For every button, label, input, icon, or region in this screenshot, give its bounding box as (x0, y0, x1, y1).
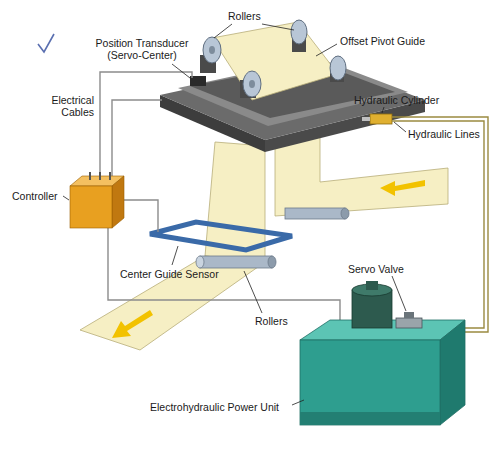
flow-arrow (380, 180, 425, 196)
callout-label: Rollers (228, 10, 261, 22)
callout-label: Center Guide Sensor (120, 268, 219, 280)
callout-label: Offset Pivot Guide (340, 35, 425, 47)
web-strip (212, 22, 338, 100)
callout-label: Controller (12, 190, 58, 202)
callout-label: Hydraulic Cylinder (354, 94, 439, 106)
flow-arrow (112, 310, 153, 338)
hydraulic-line (392, 117, 488, 332)
leader-line (63, 24, 406, 405)
callout-label: Electrical Cables (40, 94, 94, 118)
web-strip (275, 136, 448, 216)
callout-label: Rollers (255, 315, 288, 327)
check-mark (38, 34, 54, 52)
top-roller (200, 20, 346, 98)
electrical-cable (100, 72, 340, 330)
callout-label: Hydraulic Lines (408, 128, 480, 140)
lower-roller (285, 208, 349, 219)
sensor-frame (150, 222, 292, 250)
power-unit (300, 281, 465, 425)
lower-roller (196, 256, 276, 268)
controller-box (70, 172, 124, 228)
hydraulic-cylinder (362, 114, 392, 124)
callout-label: Electrohydraulic Power Unit (150, 401, 279, 413)
callout-label: Position Transducer (Servo-Center) (86, 37, 198, 61)
callout-label: Servo Valve (348, 263, 404, 275)
